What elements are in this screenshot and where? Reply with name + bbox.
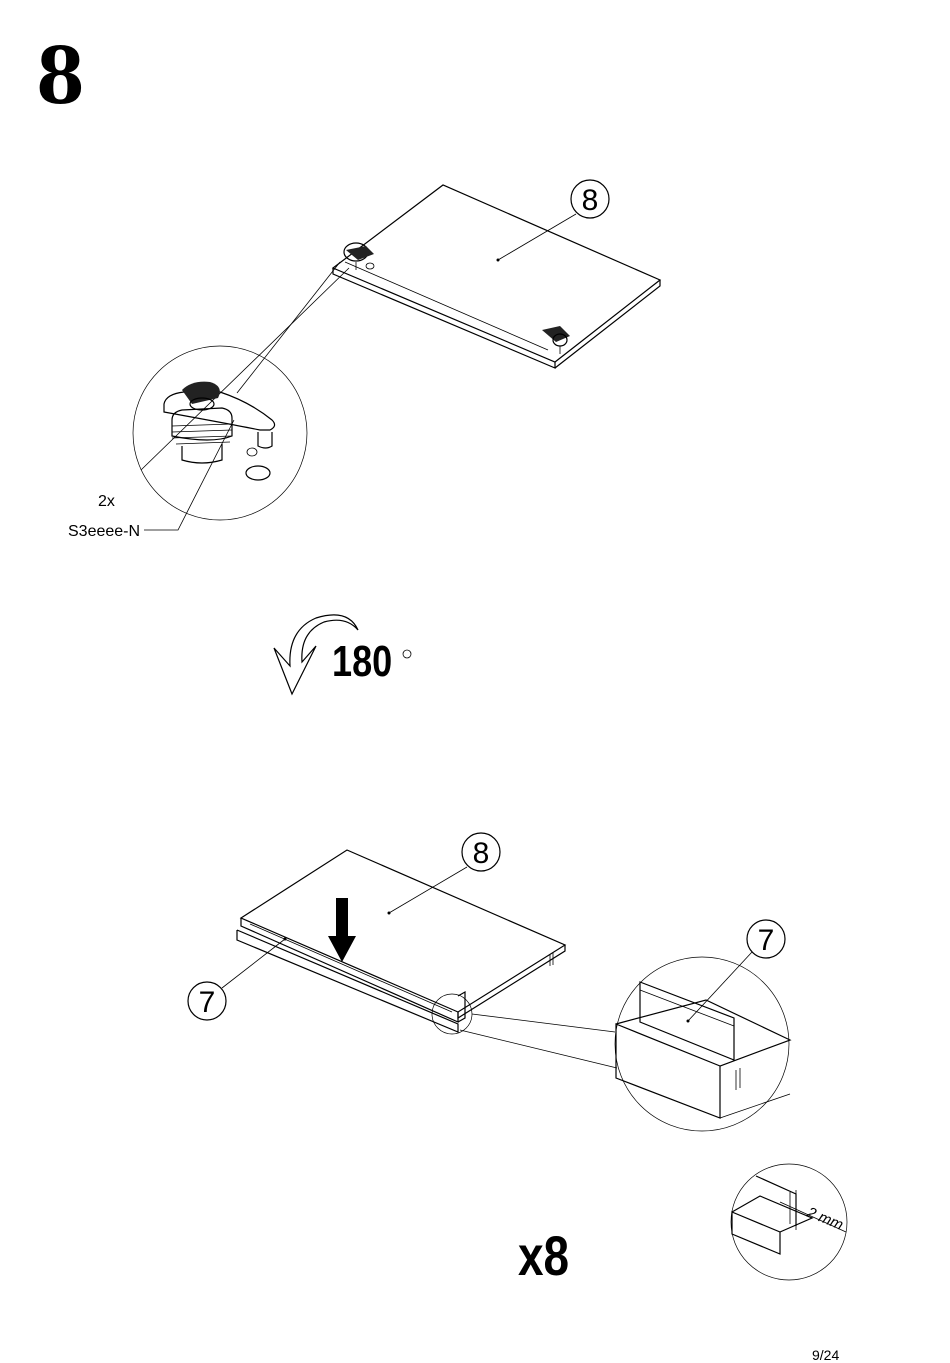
bottom-panel-drawing bbox=[222, 850, 617, 1068]
top-panel-drawing bbox=[141, 185, 660, 470]
repeat-count: x8 bbox=[518, 1228, 569, 1284]
gap-dimension-label: 2 mm bbox=[804, 1204, 846, 1234]
fitting-quantity: 2x bbox=[98, 493, 115, 511]
callout-part-8-bottom: 8 bbox=[462, 833, 500, 871]
cam-fitting-right bbox=[542, 326, 570, 354]
callout-part-8-top: 8 bbox=[571, 180, 609, 218]
svg-text:8: 8 bbox=[473, 837, 490, 870]
svg-text:7: 7 bbox=[199, 986, 216, 1019]
degree-symbol bbox=[403, 650, 411, 658]
callout-part-7-detail: 7 bbox=[747, 920, 785, 958]
callout-part-8-top-label: 8 bbox=[582, 184, 599, 217]
gap-dimension-detail: 2 mm bbox=[731, 1164, 847, 1280]
svg-text:7: 7 bbox=[758, 924, 775, 957]
rotation-angle: 180 bbox=[332, 640, 392, 684]
fitting-code: S3eeee-N bbox=[68, 523, 140, 541]
cam-fitting-detail bbox=[133, 346, 307, 530]
callout-part-7-strip: 7 bbox=[188, 982, 226, 1020]
insert-arrow-icon bbox=[328, 898, 356, 962]
strip-groove-detail bbox=[615, 952, 790, 1131]
